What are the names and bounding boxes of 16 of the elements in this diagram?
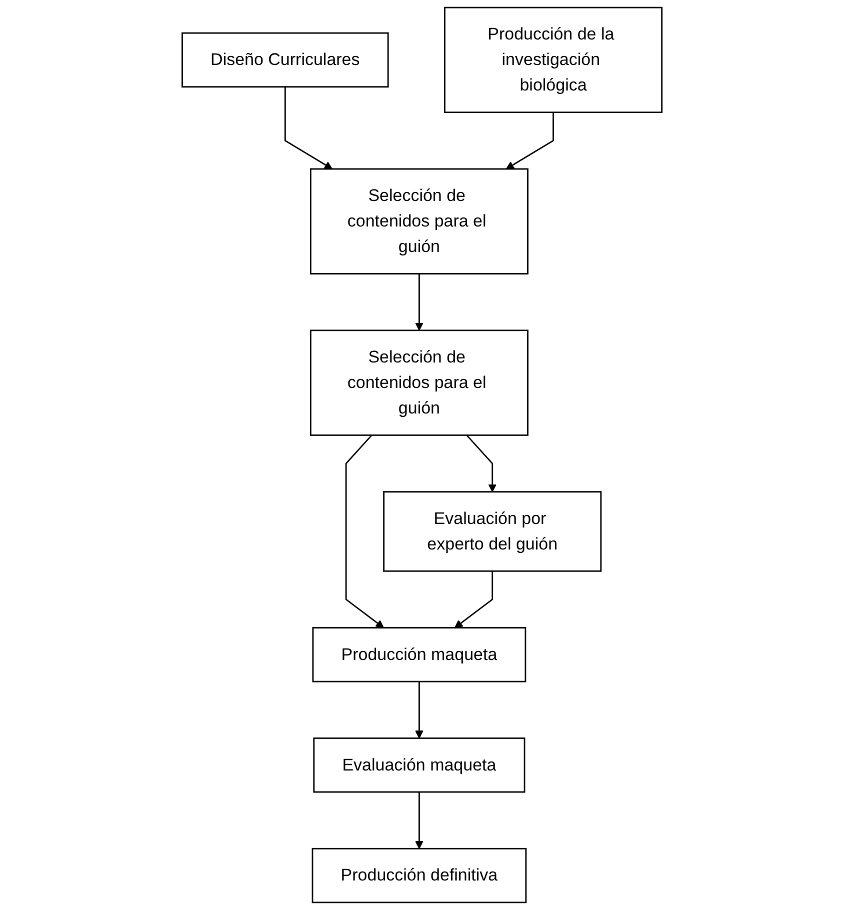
- arrow: [506, 112, 554, 170]
- node-box: Evaluación por experto del guión: [383, 491, 602, 572]
- node-box: Producción definitiva: [312, 848, 527, 904]
- arrow: [415, 274, 424, 331]
- node-box: Evaluación maqueta: [313, 737, 526, 793]
- arrow: [415, 682, 424, 739]
- node-box: Producción maqueta: [312, 627, 526, 682]
- arrow: [284, 86, 333, 170]
- node-box: Selección de contenidos para el guión: [310, 330, 528, 436]
- arrow: [345, 434, 384, 628]
- node-box: Selección de contenidos para el guión: [310, 168, 528, 274]
- arrow: [454, 571, 494, 628]
- arrow: [466, 434, 496, 492]
- node-box: Diseño Curriculares: [182, 32, 389, 88]
- arrow: [415, 792, 424, 850]
- node-box: Producción de la investigación biológica: [444, 6, 662, 114]
